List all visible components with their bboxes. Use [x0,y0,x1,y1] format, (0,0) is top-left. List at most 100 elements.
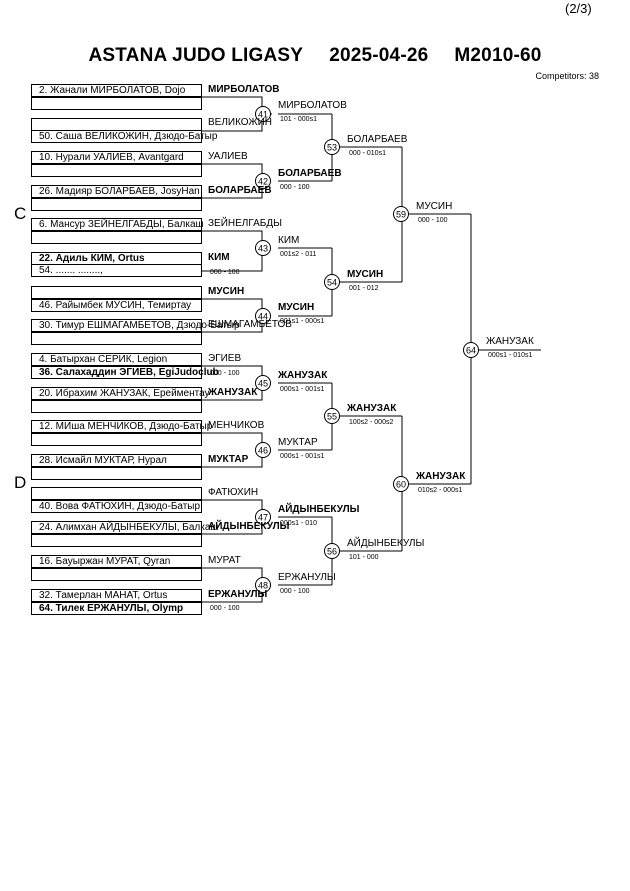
match-score: 000 - 010s1 [349,150,386,157]
participant-row-empty [31,568,202,581]
match-circle [255,509,271,525]
page-title: ASTANA JUDO LIGASY 2025-04-26 M2010-60 [0,45,630,67]
participant-row: 32. Тамерлан МАНАТ, Ortus [31,589,202,602]
match-score: 010s2 - 000s1 [418,487,463,494]
participant-row: 20. Ибрахим ЖАНУЗАК, Ерейментау [31,387,210,400]
round3-rep: БОЛАРБАЕВ [347,134,408,145]
participant-row: 16. Бауыржан МУРАТ, Qyran [31,555,202,568]
round1-rep: БОЛАРБАЕВ [208,185,272,196]
match-circle [255,577,271,593]
match-circle [255,173,271,189]
match-score: 001s2 - 011 [280,251,317,258]
participant-row: 46. Райымбек МУСИН, Темиртау [31,299,202,312]
round3-rep: МУСИН [347,269,384,280]
participant-row: 10. Нурали УАЛИЕВ, Avantgard [31,151,202,164]
match-number: 44 [258,312,268,322]
match-score: 001s1 - 000s1 [280,318,325,325]
match-score: 101 - 000s1 [280,116,317,123]
match-number: 46 [258,446,268,456]
participant-row: 36. Салахаддин ЭГИЕВ, EgiJudoclub [31,366,219,379]
match-score: 101 - 000 [349,554,379,561]
match-circle [255,308,271,324]
round1-rep: УАЛИЕВ [208,151,248,162]
match-number: 53 [327,143,337,153]
match-number: 54 [327,278,337,288]
round2-rep: ЖАНУЗАК [278,370,328,381]
participant-row: 24. Алимхан АЙДЫНБЕКУЛЫ, Балкаш [31,521,218,534]
participant-row: 64. Тилек ЕРЖАНУЛЫ, Olymp [31,602,202,615]
match-circle [255,375,271,391]
round1-rep: ЗЕЙНЕЛГАБДЫ [208,218,282,229]
match-circle [324,274,340,290]
match-score: 000 - 100 [280,588,310,595]
match-number: 42 [258,177,268,187]
round1-rep: МУКТАР [208,454,249,465]
participant-row: 12. МИша МЕНЧИКОВ, Дзюдо-Батыр [31,420,212,433]
match-circle [393,206,409,222]
round1-rep: ФАТЮХИН [208,487,259,498]
match-circle [324,408,340,424]
match-score: 000s1 - 001s1 [280,386,325,393]
match-number: 60 [396,480,406,490]
match-number: 55 [327,412,337,422]
page-number: (2/3) [565,1,592,16]
round1-rep: МУСИН [208,286,245,297]
round1-rep: ЖАНУЗАК [208,387,258,398]
section-label-d: D [14,473,27,492]
participant-row: 40. Вова ФАТЮХИН, Дзюдо-Батыр [31,500,202,513]
match-circle [255,106,271,122]
round2-rep: КИМ [278,235,300,246]
match-circle [393,476,409,492]
match-score: 000 - 100 [210,269,240,276]
round1-rep: КИМ [208,252,230,263]
participant-row-empty [31,467,202,480]
participant-row-empty [31,332,202,345]
participant-row-empty [31,487,202,500]
section-label-c: C [14,204,27,223]
round2-rep: МИРБОЛАТОВ [278,100,347,111]
participant-row-empty [31,198,202,211]
round2-rep: МУКТАР [278,437,318,448]
league-name: ASTANA JUDO LIGASY [88,45,304,66]
participant-row-empty [31,534,202,547]
participant-row-empty [31,97,202,110]
participant-row: 28. Исмайл МУКТАР, Нурал [31,454,202,467]
round2-rep: МУСИН [278,302,315,313]
match-number: 64 [466,346,476,356]
round4-rep: ЖАНУЗАК [416,471,466,482]
participant-row: 30. Тимур ЕШМАГАМБЕТОВ, Дзюдо-Батыр [31,319,240,332]
round3-rep: ЖАНУЗАК [347,403,397,414]
match-circle [255,240,271,256]
match-circle [255,442,271,458]
participant-row-empty [31,164,202,177]
participant-row: 6. Мансур ЗЕЙНЕЛГАБДЫ, Балкаш [31,218,204,231]
match-number: 41 [258,110,268,120]
final-winner: ЖАНУЗАК [486,336,534,347]
weight-category: M2010-60 [454,45,542,66]
match-circle [463,342,479,358]
match-number: 43 [258,244,268,254]
bracket-line [202,230,263,272]
participant-row-empty [31,286,202,299]
participant-row: 54. ....... ........, [31,264,202,277]
match-number: 45 [258,379,268,389]
match-score: 000 - 100 [210,605,240,612]
round2-rep: БОЛАРБАЕВ [278,168,342,179]
match-number: 47 [258,513,268,523]
competitors-count: Competitors: 38 [535,71,599,81]
round1-rep: ЭГИЕВ [208,353,242,364]
round2-rep: АЙДЫНБЕКУЛЫ [278,504,360,515]
match-score: 100s2 - 000s2 [349,419,394,426]
match-score: 001 - 012 [349,285,379,292]
participant-row: 4. Батырхан СЕРИК, Legion [31,353,202,366]
match-number: 48 [258,581,268,591]
round1-rep: АЙДЫНБЕКУЛЫ [208,521,290,532]
round1-rep: ЕШМАГАМБЕТОВ [208,319,292,330]
round1-rep: МУРАТ [208,555,241,566]
round1-rep: МИРБОЛАТОВ [208,84,280,95]
match-score: 000 - 100 [210,370,240,377]
match-score: 000s1 - 010 [280,520,317,527]
event-date: 2025-04-26 [329,45,429,66]
match-score: 000s1 - 010s1 [488,352,533,359]
